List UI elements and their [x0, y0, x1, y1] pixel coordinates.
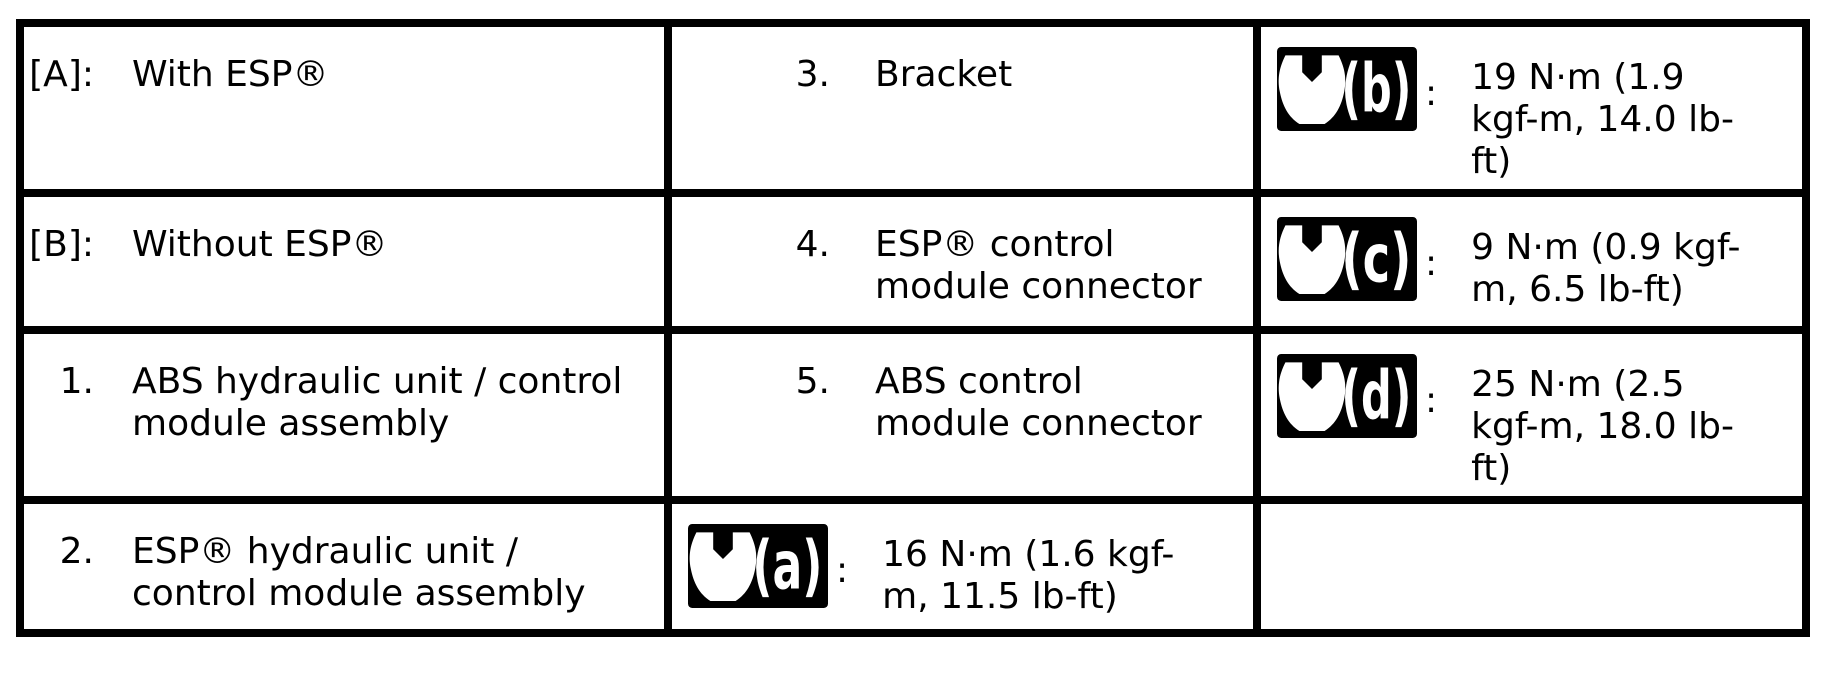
cell-item-4: 4. ESP® control module connector	[672, 197, 1253, 326]
cell-item-3: 3. Bracket	[672, 27, 1253, 189]
cell-item-2: 2. ESP® hydraulic unit / control module …	[24, 504, 664, 629]
torque-colon: :	[1425, 243, 1438, 284]
torque-colon: :	[836, 550, 849, 591]
cell-torque-c: (c) : 9 N·m (0.9 kgf- m, 6.5 lb-ft)	[1261, 197, 1802, 326]
torque-icon-label: (c)	[1341, 219, 1411, 297]
item-text: ABS control module connector	[875, 361, 1202, 444]
torque-value: 9 N·m (0.9 kgf- m, 6.5 lb-ft)	[1471, 227, 1741, 310]
torque-colon: :	[1425, 380, 1438, 421]
cell-torque-a: (a) : 16 N·m (1.6 kgf- m, 11.5 lb-ft)	[672, 504, 1253, 629]
item-text: ESP® control module connector	[875, 224, 1202, 307]
cell-torque-b: (b) : 19 N·m (1.9 kgf-m, 14.0 lb- ft)	[1261, 27, 1802, 189]
torque-colon: :	[1425, 73, 1438, 114]
item-marker: 5.	[795, 361, 830, 402]
torque-wrench-icon: (a)	[688, 524, 828, 608]
cell-torque-d: (d) : 25 N·m (2.5 kgf-m, 18.0 lb- ft)	[1261, 334, 1802, 496]
item-marker: 2.	[59, 531, 94, 572]
item-marker: 3.	[795, 54, 830, 95]
item-marker: 4.	[795, 224, 830, 265]
cell-ref-A: [A]: With ESP®	[24, 27, 664, 189]
torque-value: 19 N·m (1.9 kgf-m, 14.0 lb- ft)	[1471, 57, 1734, 182]
cell-empty	[1261, 504, 1802, 629]
torque-icon-label: (a)	[752, 526, 822, 604]
torque-value: 25 N·m (2.5 kgf-m, 18.0 lb- ft)	[1471, 364, 1734, 489]
cell-item-5: 5. ABS control module connector	[672, 334, 1253, 496]
item-text: Without ESP®	[132, 224, 388, 265]
item-marker: [A]:	[29, 54, 94, 95]
torque-wrench-icon: (b)	[1277, 47, 1417, 131]
legend-torque-table: [A]: With ESP® 3. Bracket (b) : 19 N·m (…	[16, 19, 1810, 637]
item-text: With ESP®	[132, 54, 329, 95]
item-text: ESP® hydraulic unit / control module ass…	[132, 531, 586, 614]
item-marker: [B]:	[29, 224, 94, 265]
item-text: Bracket	[875, 54, 1013, 95]
torque-icon-label: (d)	[1341, 356, 1411, 434]
item-text: ABS hydraulic unit / control module asse…	[132, 361, 623, 444]
torque-icon-label: (b)	[1341, 49, 1411, 127]
torque-wrench-icon: (d)	[1277, 354, 1417, 438]
item-marker: 1.	[59, 361, 94, 402]
cell-item-1: 1. ABS hydraulic unit / control module a…	[24, 334, 664, 496]
torque-wrench-icon: (c)	[1277, 217, 1417, 301]
cell-ref-B: [B]: Without ESP®	[24, 197, 664, 326]
torque-value: 16 N·m (1.6 kgf- m, 11.5 lb-ft)	[882, 534, 1175, 617]
